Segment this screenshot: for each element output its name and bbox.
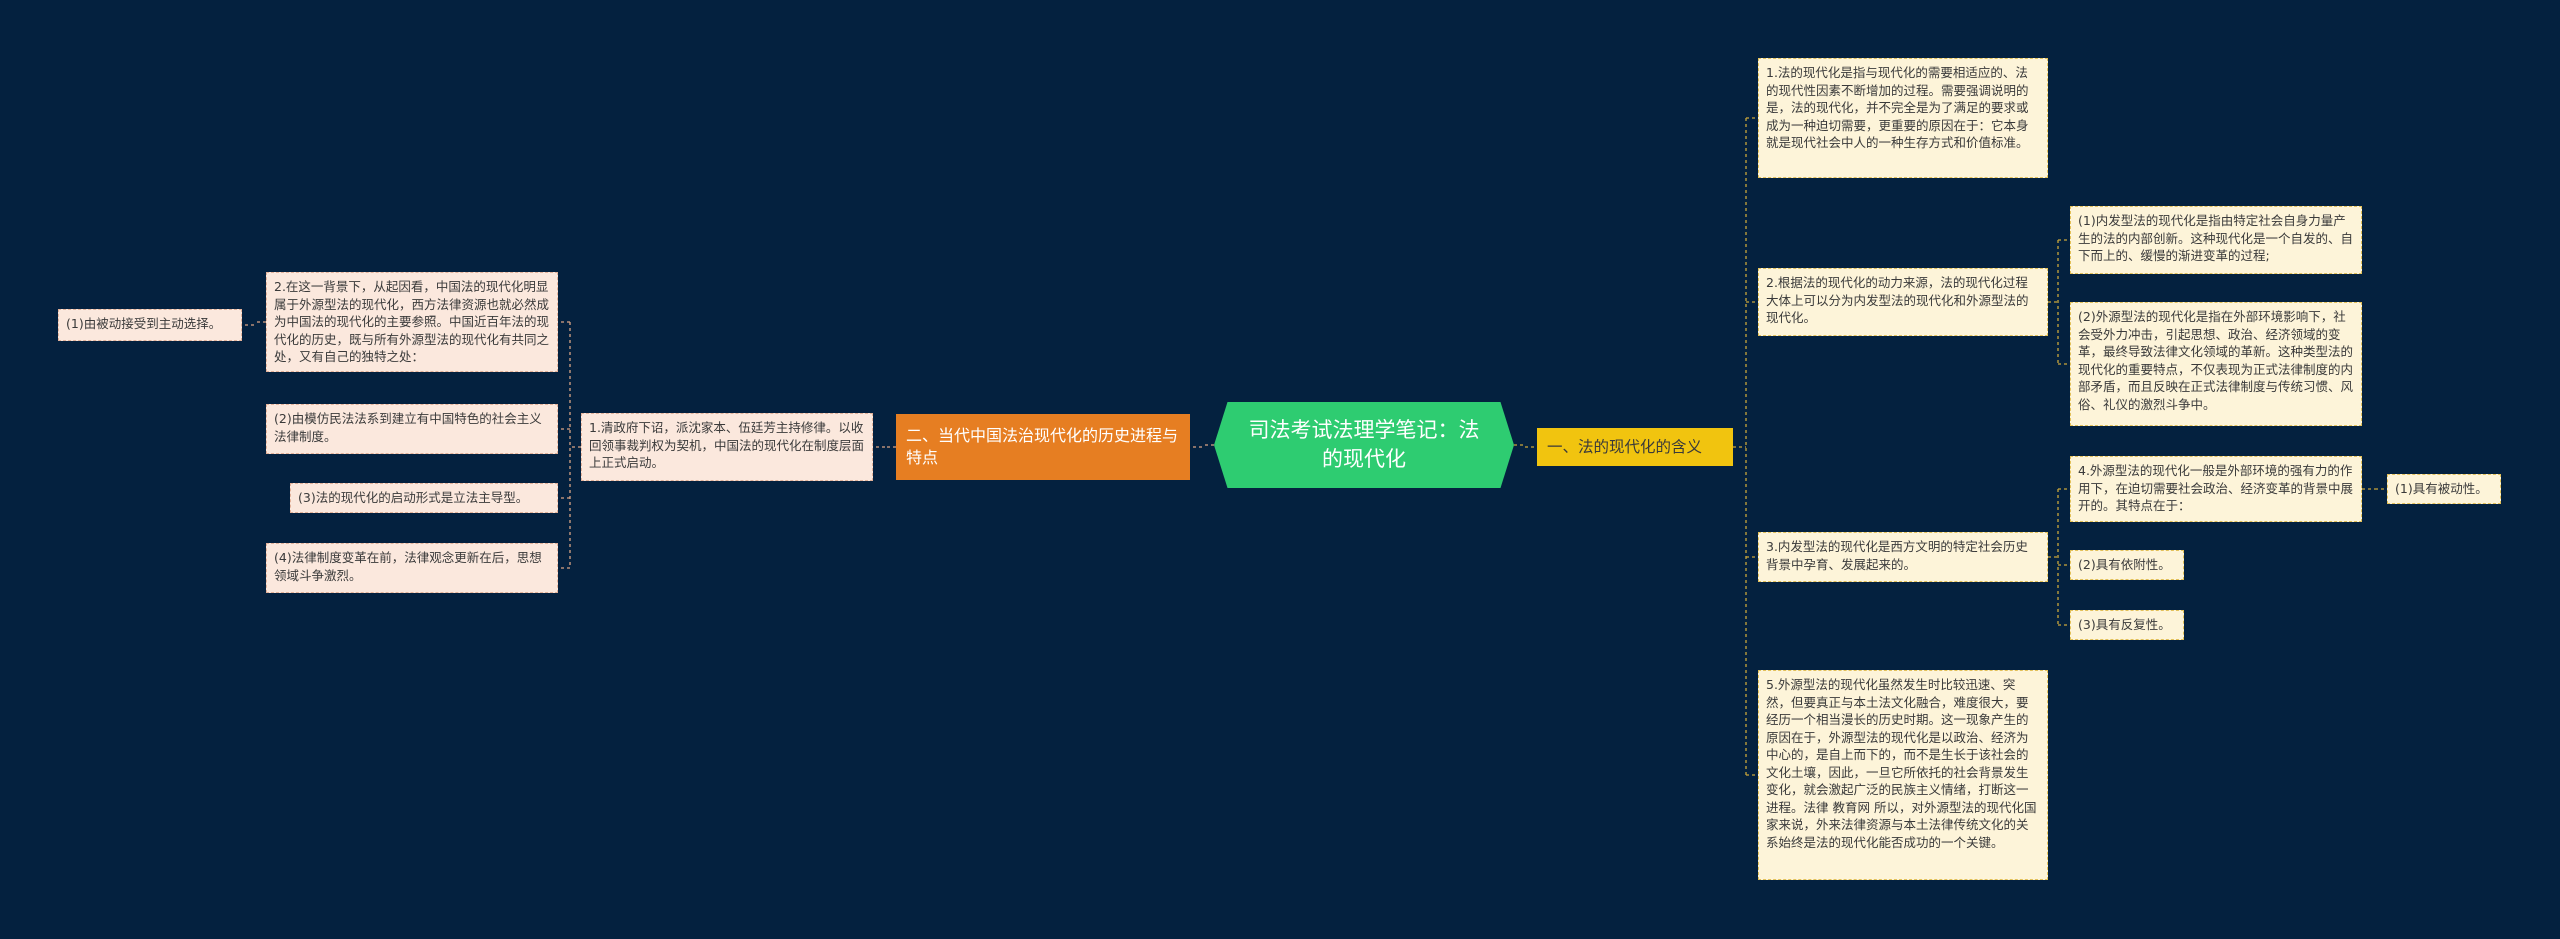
right-item-2-1[interactable]: (1)内发型法的现代化是指由特定社会自身力量产生的法的内部创新。这种现代化是一个… xyxy=(2070,206,2362,274)
branch-right-topic[interactable]: 一、法的现代化的含义 xyxy=(1537,428,1733,466)
left-item-4[interactable]: (3)法的现代化的启动形式是立法主导型。 xyxy=(290,483,558,513)
left-item-1[interactable]: 1.清政府下诏，派沈家本、伍廷芳主持修律。以收回领事裁判权为契机，中国法的现代化… xyxy=(581,413,873,481)
root-topic[interactable]: 司法考试法理学笔记：法的现代化 xyxy=(1214,402,1514,488)
left-item-2-1[interactable]: (1)由被动接受到主动选择。 xyxy=(58,309,242,341)
left-item-3[interactable]: (2)由模仿民法法系到建立有中国特色的社会主义法律制度。 xyxy=(266,404,558,454)
right-item-1[interactable]: 1.法的现代化是指与现代化的需要相适应的、法的现代性因素不断增加的过程。需要强调… xyxy=(1758,58,2048,178)
branch-left-topic[interactable]: 二、当代中国法治现代化的历史进程与特点 xyxy=(896,414,1190,480)
right-item-2[interactable]: 2.根据法的现代化的动力来源，法的现代化过程大体上可以分为内发型法的现代化和外源… xyxy=(1758,268,2048,336)
right-item-5[interactable]: 5.外源型法的现代化虽然发生时比较迅速、突然，但要真正与本土法文化融合，难度很大… xyxy=(1758,670,2048,880)
right-item-2-2[interactable]: (2)外源型法的现代化是指在外部环境影响下，社会受外力冲击，引起思想、政治、经济… xyxy=(2070,302,2362,426)
right-item-3-2[interactable]: (2)具有依附性。 xyxy=(2070,550,2184,580)
right-item-3-1-1[interactable]: (1)具有被动性。 xyxy=(2387,474,2501,504)
left-item-2[interactable]: 2.在这一背景下，从起因看，中国法的现代化明显属于外源型法的现代化，西方法律资源… xyxy=(266,272,558,372)
right-item-3-1[interactable]: 4.外源型法的现代化一般是外部环境的强有力的作用下，在迫切需要社会政治、经济变革… xyxy=(2070,456,2362,522)
right-item-3[interactable]: 3.内发型法的现代化是西方文明的特定社会历史背景中孕育、发展起来的。 xyxy=(1758,532,2048,582)
right-item-3-3[interactable]: (3)具有反复性。 xyxy=(2070,610,2184,640)
left-item-5[interactable]: (4)法律制度变革在前，法律观念更新在后，思想领域斗争激烈。 xyxy=(266,543,558,593)
